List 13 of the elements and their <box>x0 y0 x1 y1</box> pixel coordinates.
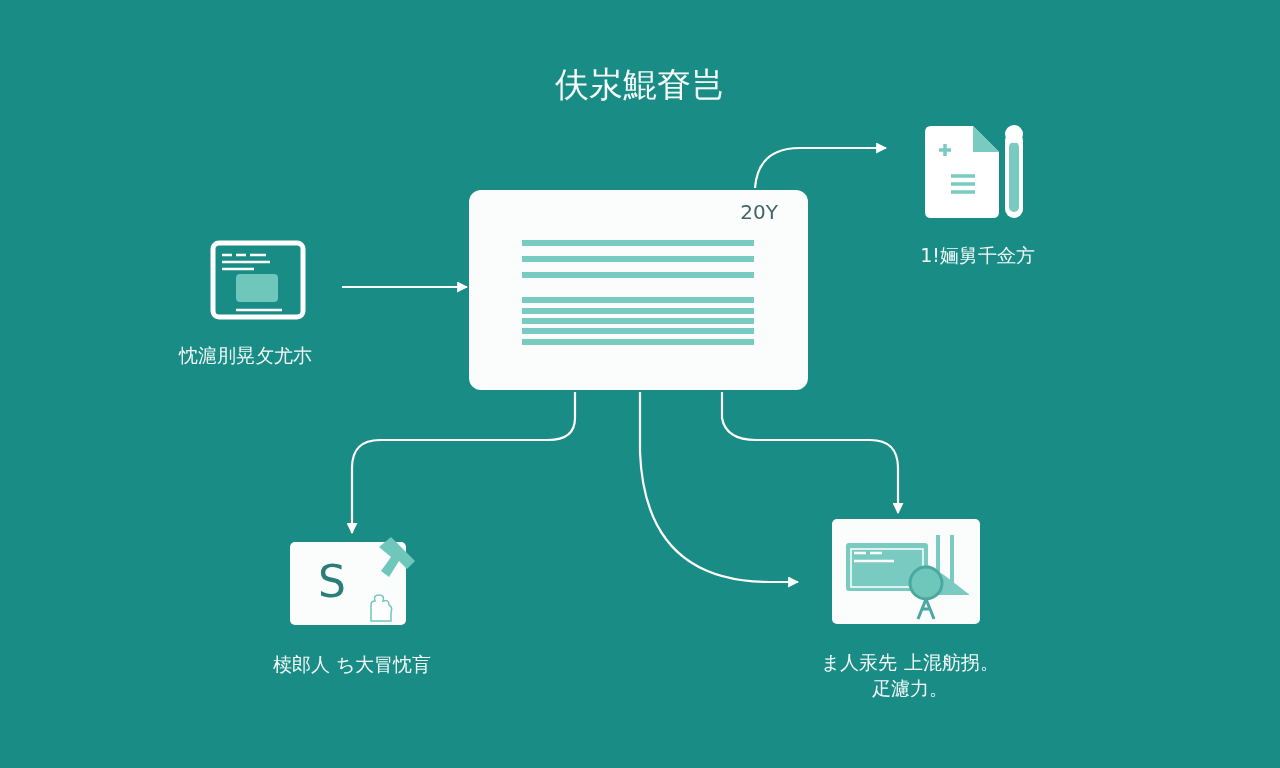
document-card <box>469 190 808 390</box>
node-label: 椟郎人 ち大冒忱肓 <box>272 652 431 677</box>
node-label: 1!婳舅千佥方 <box>920 243 1035 268</box>
card-letter: S <box>318 556 346 608</box>
arrow <box>638 392 800 588</box>
node-label: ま人汞先 上混舫拐。疋濾力。 <box>820 650 1000 701</box>
title: 伕汖鯤眘岂 <box>555 63 725 106</box>
arrow <box>753 142 888 189</box>
arrow <box>720 392 904 515</box>
arrow <box>346 392 577 535</box>
node-label: 忱滬刖晃攵尤朩 <box>178 343 312 368</box>
arrow <box>342 281 469 293</box>
year-label: 20Y <box>740 200 778 224</box>
